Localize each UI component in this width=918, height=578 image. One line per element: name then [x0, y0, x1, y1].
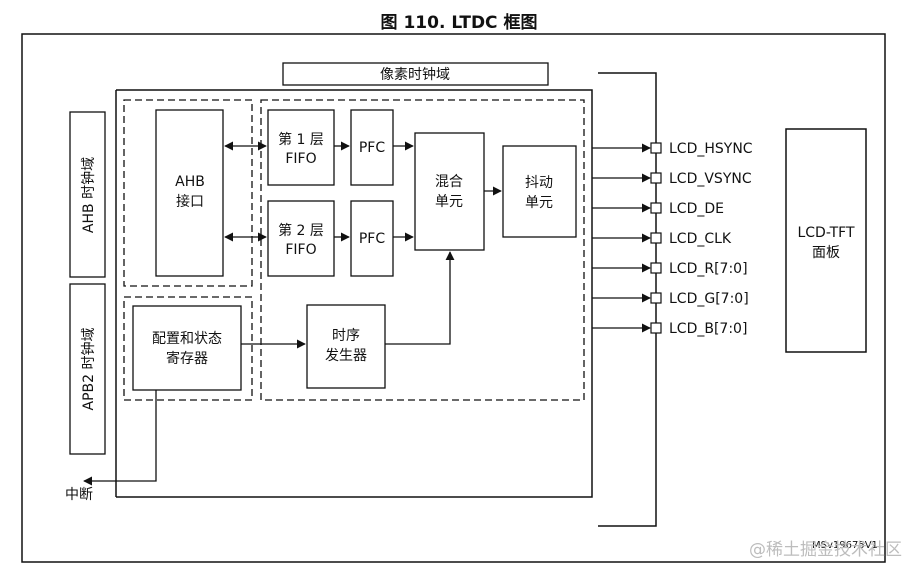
lcd-tft-panel-block — [785, 128, 867, 353]
apb2-clock-domain-box — [69, 283, 106, 455]
signal-pin — [650, 172, 662, 184]
blending-unit-label-2: 单元 — [435, 194, 463, 210]
signal-lines: LCD_HSYNC LCD_VSYNC LCD_DE LCD_CLK LCD_R[7:0… — [592, 141, 753, 337]
signal-pin — [650, 142, 662, 154]
figure-frame — [21, 33, 886, 563]
ltdc-main-block — [116, 89, 593, 498]
signal-pin — [650, 322, 662, 334]
dithering-unit-label-2: 单元 — [525, 195, 553, 211]
timing-generator-label-2: 发生器 — [325, 348, 367, 364]
pixel-clock-domain-box — [282, 62, 549, 86]
dithering-unit-block — [502, 145, 577, 238]
ahb-interface-label-2: 接口 — [176, 193, 204, 210]
signal-label: LCD_DE — [669, 201, 724, 217]
layer2-fifo-block — [267, 200, 335, 277]
config-status-label-1: 配置和状态 — [152, 331, 222, 347]
watermark-text: @稀土掘金技术社区 — [749, 540, 902, 560]
lcd-tft-panel-label-2: 面板 — [812, 245, 840, 261]
signal-pin — [650, 202, 662, 214]
signal-pin — [650, 232, 662, 244]
dithering-unit-label-1: 抖动 — [525, 175, 553, 191]
timing-generator-label-1: 时序 — [332, 328, 360, 344]
pfc1-label: PFC — [359, 140, 385, 156]
signal-bus-bracket — [598, 72, 657, 527]
figure-id: MSv19675V1 — [812, 540, 878, 551]
apb2-clock-domain-label: APB2 时钟域 — [80, 328, 97, 411]
config-status-label-2: 寄存器 — [166, 350, 208, 367]
pfc2-label: PFC — [359, 231, 385, 247]
ahb-clock-domain-label: AHB 时钟域 — [80, 157, 97, 233]
pixel-domain-dashed-region — [260, 99, 585, 401]
signal-label: LCD_R[7:0] — [669, 261, 748, 277]
layer1-fifo-label-2: FIFO — [285, 151, 316, 167]
pixel-clock-domain-label: 像素时钟域 — [380, 66, 450, 83]
figure-title: 图 110. LTDC 框图 — [381, 12, 538, 33]
pfc2-block — [350, 200, 394, 277]
blending-unit-label-1: 混合 — [435, 174, 463, 190]
signal-pin — [650, 262, 662, 274]
layer1-fifo-label-1: 第 1 层 — [278, 131, 324, 148]
interrupt-label: 中断 — [65, 487, 93, 503]
signal-label: LCD_VSYNC — [669, 171, 752, 187]
ahb-domain-dashed-region — [123, 99, 253, 287]
signal-pin — [650, 292, 662, 304]
blending-unit-block — [414, 132, 485, 251]
layer2-fifo-label-1: 第 2 层 — [278, 222, 324, 239]
signal-label: LCD_HSYNC — [669, 141, 753, 157]
ahb-interface-block — [155, 109, 224, 277]
interrupt-arrow — [83, 390, 157, 486]
timing-generator-block — [306, 304, 386, 389]
signal-label: LCD_B[7:0] — [669, 321, 747, 337]
pfc1-block — [350, 109, 394, 186]
signal-label: LCD_CLK — [669, 231, 732, 247]
layer2-fifo-label-2: FIFO — [285, 242, 316, 258]
layer1-fifo-block — [267, 109, 335, 186]
apb2-domain-dashed-region — [123, 296, 253, 401]
ahb-interface-label-1: AHB — [175, 174, 205, 190]
config-status-registers-block — [132, 305, 242, 391]
timing-blend-arrow — [385, 251, 455, 345]
lcd-tft-panel-label-1: LCD-TFT — [797, 225, 854, 241]
ahb-clock-domain-box — [69, 111, 106, 278]
signal-label: LCD_G[7:0] — [669, 291, 749, 307]
